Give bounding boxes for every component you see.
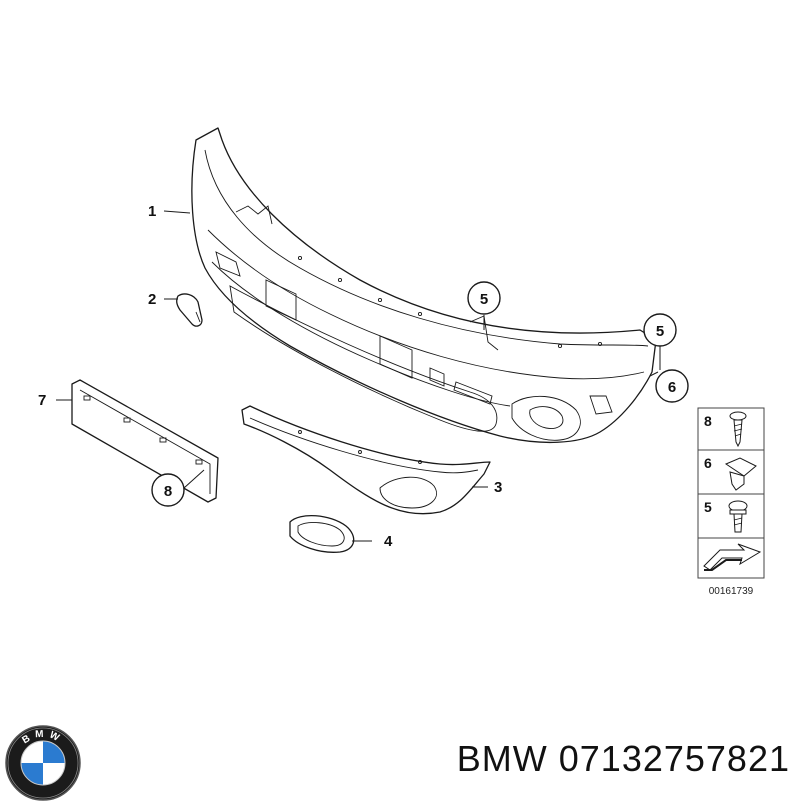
bumper-part: [191, 127, 657, 444]
callout-circle-5a: [467, 281, 501, 315]
label-1: 1: [148, 203, 156, 220]
leader-lines: [56, 210, 661, 542]
callout-circle-5b: [643, 313, 677, 347]
fastener-legend: 8 6 5 00161739: [697, 407, 765, 597]
bolt-icon: [728, 500, 748, 533]
label-4: 4: [384, 533, 393, 550]
diagram-reference-number: 00161739: [709, 586, 754, 597]
label-8: 8: [164, 483, 172, 500]
screw-icon: [729, 411, 747, 448]
direction-arrow-icon: [703, 543, 762, 571]
callout-circle-6: [655, 369, 689, 403]
label-5a: 5: [480, 291, 488, 308]
legend-label-8: 8: [704, 413, 712, 429]
label-7: 7: [38, 392, 46, 409]
label-6: 6: [668, 379, 676, 396]
license-plate-base-part: [71, 379, 219, 503]
callout-labels: 1 2 7 3 4 5 5 6 8: [38, 203, 689, 550]
bmw-logo: BMW: [5, 725, 81, 801]
clip-nut-icon: [724, 457, 757, 491]
lower-grille-trim-part: [241, 405, 491, 515]
legend-label-6: 6: [704, 455, 712, 471]
callout-circle-8: [151, 473, 185, 507]
label-2: 2: [148, 291, 156, 308]
part-number-caption: BMW 07132757821: [456, 738, 790, 779]
label-5b: 5: [656, 323, 664, 340]
fog-light-ring-part: [289, 514, 355, 553]
tow-hook-cover-part: [176, 293, 203, 327]
label-3: 3: [494, 479, 502, 496]
legend-label-5: 5: [704, 499, 712, 515]
